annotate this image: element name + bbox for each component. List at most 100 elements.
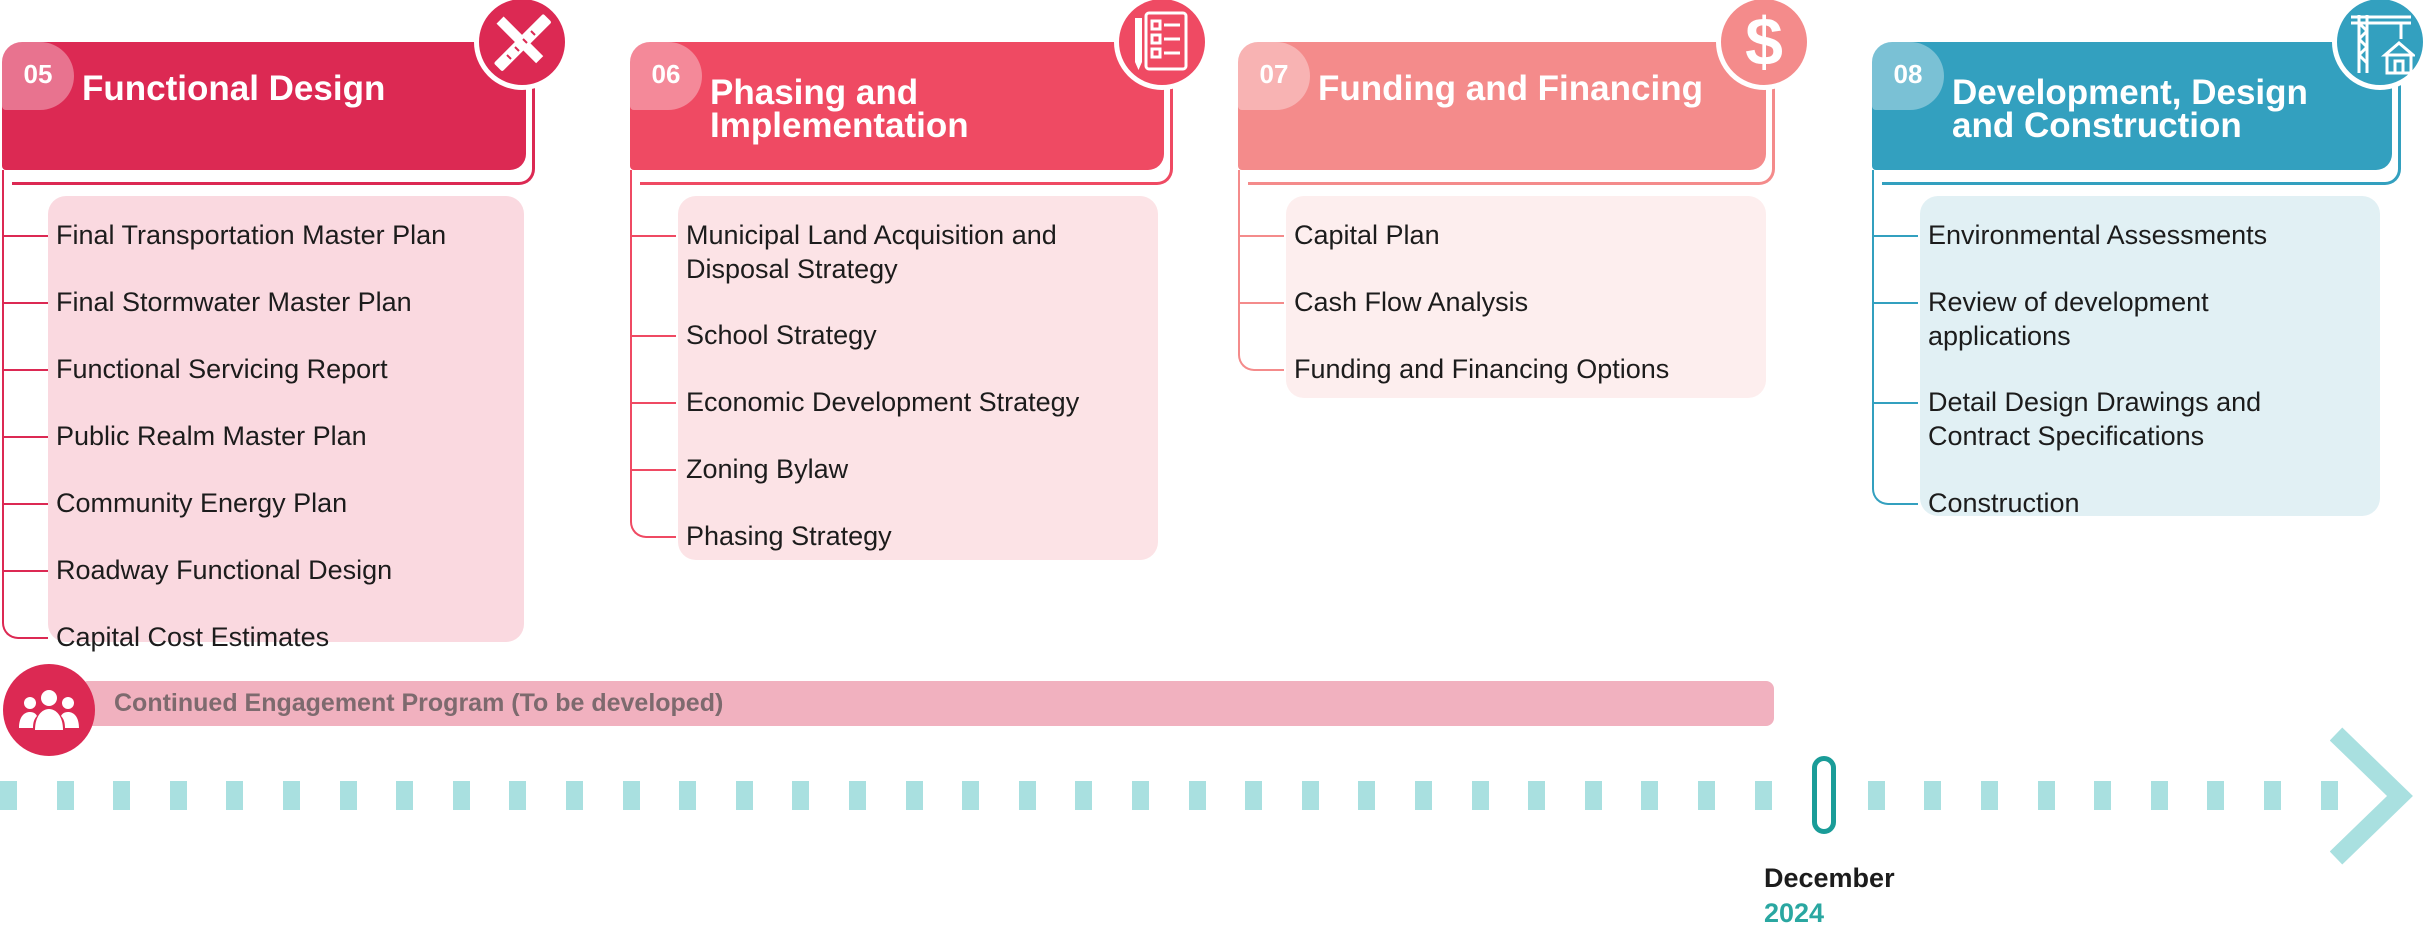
phase-item: Capital Cost Estimates: [56, 622, 330, 652]
phase-title: Phasing and Implementation: [710, 73, 969, 145]
timeline-dash: [1698, 781, 1715, 810]
phase-connector-line: [1872, 170, 1918, 505]
timeline-dash: [1472, 781, 1489, 810]
phase-number: 05: [2, 42, 74, 110]
phase-item: Detail Design Drawings and Contract Spec…: [1928, 387, 2262, 451]
timeline-dash: [1075, 781, 1092, 810]
svg-text:$: $: [1745, 7, 1783, 77]
phase-item: Municipal Land Acquisition and Disposal …: [686, 220, 1057, 284]
timeline-dash: [1868, 781, 1885, 810]
timeline-dash: [736, 781, 753, 810]
timeline-dash: [2151, 781, 2168, 810]
phase-title: Development, Design and Construction: [1952, 73, 2308, 145]
item-connector: [630, 402, 676, 404]
timeline-dash: [1924, 781, 1941, 810]
item-connector: [2, 302, 48, 304]
item-connector: [630, 335, 676, 337]
timeline-dash: [283, 781, 300, 810]
phase-items-panel: [1920, 196, 2380, 516]
phase-item: Public Realm Master Plan: [56, 421, 367, 451]
item-connector: [630, 235, 676, 237]
item-connector: [1872, 235, 1918, 237]
timeline-dash: [2264, 781, 2281, 810]
timeline-dash: [170, 781, 187, 810]
checklist-icon: [1114, 0, 1210, 90]
item-connector: [2, 369, 48, 371]
item-connector: [1872, 402, 1918, 404]
timeline-dash: [2321, 781, 2338, 810]
phase-item: Final Stormwater Master Plan: [56, 287, 412, 317]
phase-items-panel: [678, 196, 1158, 560]
item-connector: [1872, 302, 1918, 304]
phase-item: Community Energy Plan: [56, 488, 348, 518]
timeline-dash: [2094, 781, 2111, 810]
timeline-dash: [340, 781, 357, 810]
phase-title: Funding and Financing: [1318, 69, 1703, 108]
timeline-dash: [623, 781, 640, 810]
people-group-icon: [3, 664, 95, 756]
engagement-bar: [80, 681, 1774, 726]
timeline-dash: [849, 781, 866, 810]
timeline-dash: [453, 781, 470, 810]
phase-number: 07: [1238, 42, 1310, 110]
timeline-dash: [906, 781, 923, 810]
phase-number: 08: [1872, 42, 1944, 110]
timeline-dash: [679, 781, 696, 810]
timeline-dash: [113, 781, 130, 810]
item-connector: [2, 503, 48, 505]
timeline-dash: [1245, 781, 1262, 810]
timeline-dash: [1358, 781, 1375, 810]
engagement-label: Continued Engagement Program (To be deve…: [114, 689, 724, 717]
timeline-dash: [792, 781, 809, 810]
item-connector: [1238, 235, 1284, 237]
timeline-dash: [1132, 781, 1149, 810]
phase-connector-line: [1238, 170, 1284, 371]
phase-item: Roadway Functional Design: [56, 555, 393, 585]
phase-number: 06: [630, 42, 702, 110]
timeline-dash: [962, 781, 979, 810]
timeline-dash: [1019, 781, 1036, 810]
phase-item: Final Transportation Master Plan: [56, 220, 447, 250]
item-connector: [2, 436, 48, 438]
phase-item: Functional Servicing Report: [56, 354, 388, 384]
timeline-dash: [1302, 781, 1319, 810]
timeline-dash: [1189, 781, 1206, 810]
phase-item: Economic Development Strategy: [686, 387, 1080, 417]
timeline-dash: [2038, 781, 2055, 810]
marker-month: December: [1764, 863, 1895, 893]
timeline-dash: [509, 781, 526, 810]
item-connector: [630, 469, 676, 471]
marker-year: 2024: [1764, 898, 1825, 928]
phase-item: Capital Plan: [1294, 220, 1440, 250]
timeline-dash: [0, 781, 17, 810]
phase-item: Phasing Strategy: [686, 521, 892, 551]
timeline-dash: [566, 781, 583, 810]
timeline-dash: [396, 781, 413, 810]
phase-item: Environmental Assessments: [1928, 220, 2268, 250]
timeline-dash: [2207, 781, 2224, 810]
phase-item: Construction: [1928, 488, 2080, 518]
timeline-dash: [1528, 781, 1545, 810]
phase-title: Functional Design: [82, 69, 386, 108]
timeline-dash: [57, 781, 74, 810]
dollar-icon: $: [1716, 0, 1812, 90]
phase-connector-line: [630, 170, 676, 538]
phase-item: Zoning Bylaw: [686, 454, 849, 484]
timeline-dash: [1415, 781, 1432, 810]
timeline-dash: [1755, 781, 1772, 810]
phase-item: Review of development applications: [1928, 287, 2209, 351]
phase-item: Funding and Financing Options: [1294, 354, 1670, 384]
item-connector: [1238, 302, 1284, 304]
phase-items-panel: [1286, 196, 1766, 398]
item-connector: [2, 235, 48, 237]
pencil-ruler-icon: [474, 0, 570, 90]
phase-connector-line: [2, 170, 48, 639]
timeline-marker: [1812, 756, 1836, 834]
phase-items-panel: [48, 196, 524, 642]
timeline-dash: [1641, 781, 1658, 810]
timeline-arrow-icon: [2330, 727, 2413, 865]
timeline-dash: [1585, 781, 1602, 810]
